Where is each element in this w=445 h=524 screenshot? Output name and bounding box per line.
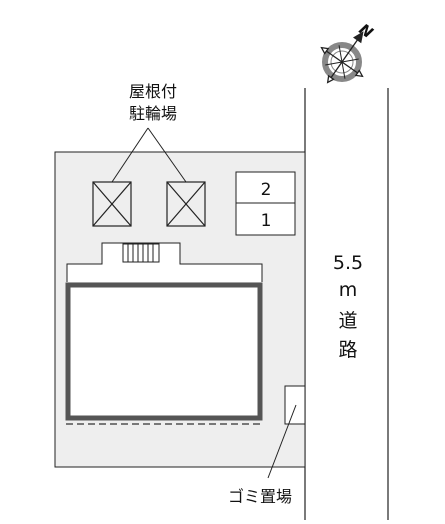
road-label-char1: 道: [338, 310, 357, 332]
parking-lot-1-label: 1: [261, 211, 272, 231]
parking-lot-2-label: 2: [261, 180, 272, 200]
parking-lots: [235, 171, 296, 236]
road-label-char2: 路: [338, 339, 357, 361]
bike-parking-space-right: [166, 181, 206, 227]
bike-parking-space-left: [92, 181, 132, 227]
garbage-area: [284, 385, 306, 425]
road-width-label: 5.5: [333, 252, 363, 274]
building-footprint: [66, 242, 263, 282]
bike-parking-label-line2: 駐輪場: [129, 104, 177, 123]
building: [65, 282, 263, 421]
bike-parking-label-line1: 屋根付: [129, 82, 177, 101]
stairs-icon: [122, 243, 160, 263]
north-arrow-compass-icon: N: [320, 20, 377, 84]
road-unit-label: m: [339, 279, 358, 301]
garbage-label: ゴミ置場: [228, 487, 292, 506]
bike-parking-pointer: [111, 127, 187, 183]
garbage-pointer: [267, 404, 297, 479]
